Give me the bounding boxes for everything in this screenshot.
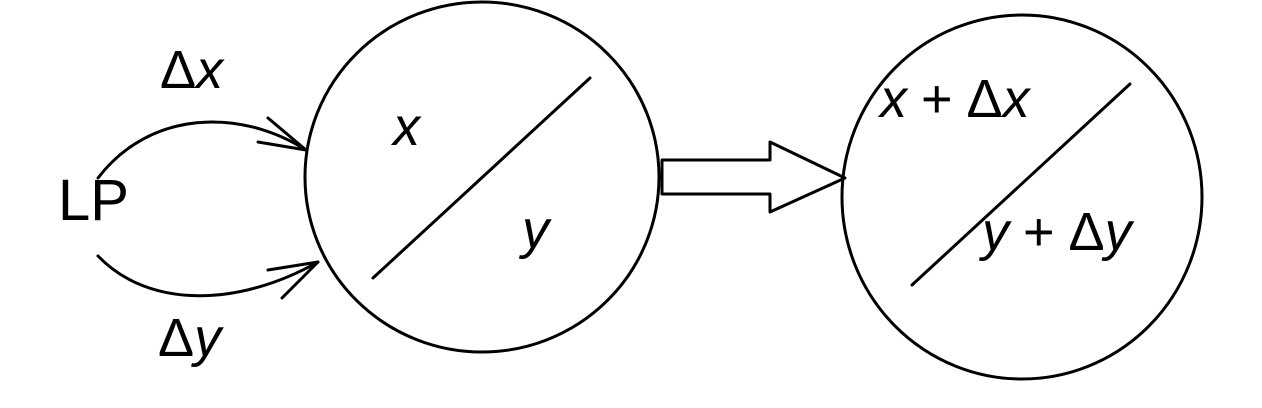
delta-y-label: Δy bbox=[158, 308, 224, 368]
delta-x-arrowhead bbox=[256, 116, 308, 152]
right-circle-top-expr: x+Δx bbox=[877, 69, 1032, 129]
transition-arrow bbox=[660, 140, 847, 214]
left-circle bbox=[303, 0, 661, 354]
delta-x-var: x bbox=[193, 40, 225, 100]
delta-y-arrow bbox=[96, 254, 320, 298]
right-bottom-op: + bbox=[1023, 202, 1055, 262]
left-circle-x: x bbox=[390, 97, 422, 157]
delta-y-var: y bbox=[190, 308, 224, 368]
right-bottom-var2: y bbox=[1101, 202, 1135, 262]
right-top-delta: Δ bbox=[967, 69, 1003, 129]
right-top-op: + bbox=[921, 69, 953, 129]
right-top-var2: x bbox=[1000, 69, 1032, 129]
right-top-var: x bbox=[877, 69, 909, 129]
delta-y-arrowhead bbox=[266, 260, 320, 300]
delta-x-label: Δx bbox=[160, 40, 225, 100]
right-bottom-delta: Δ bbox=[1069, 202, 1105, 262]
right-circle-bottom-expr: y+Δy bbox=[978, 202, 1135, 262]
delta-y-symbol: Δ bbox=[158, 308, 194, 368]
right-bottom-var: y bbox=[978, 202, 1012, 262]
delta-x-arrow bbox=[96, 120, 308, 180]
right-circle bbox=[840, 13, 1204, 381]
delta-x-symbol: Δ bbox=[160, 40, 196, 100]
left-circle-divider bbox=[371, 76, 592, 280]
right-circle-divider bbox=[910, 82, 1132, 287]
lp-label: LP bbox=[58, 168, 129, 233]
left-circle-y: y bbox=[518, 200, 552, 260]
